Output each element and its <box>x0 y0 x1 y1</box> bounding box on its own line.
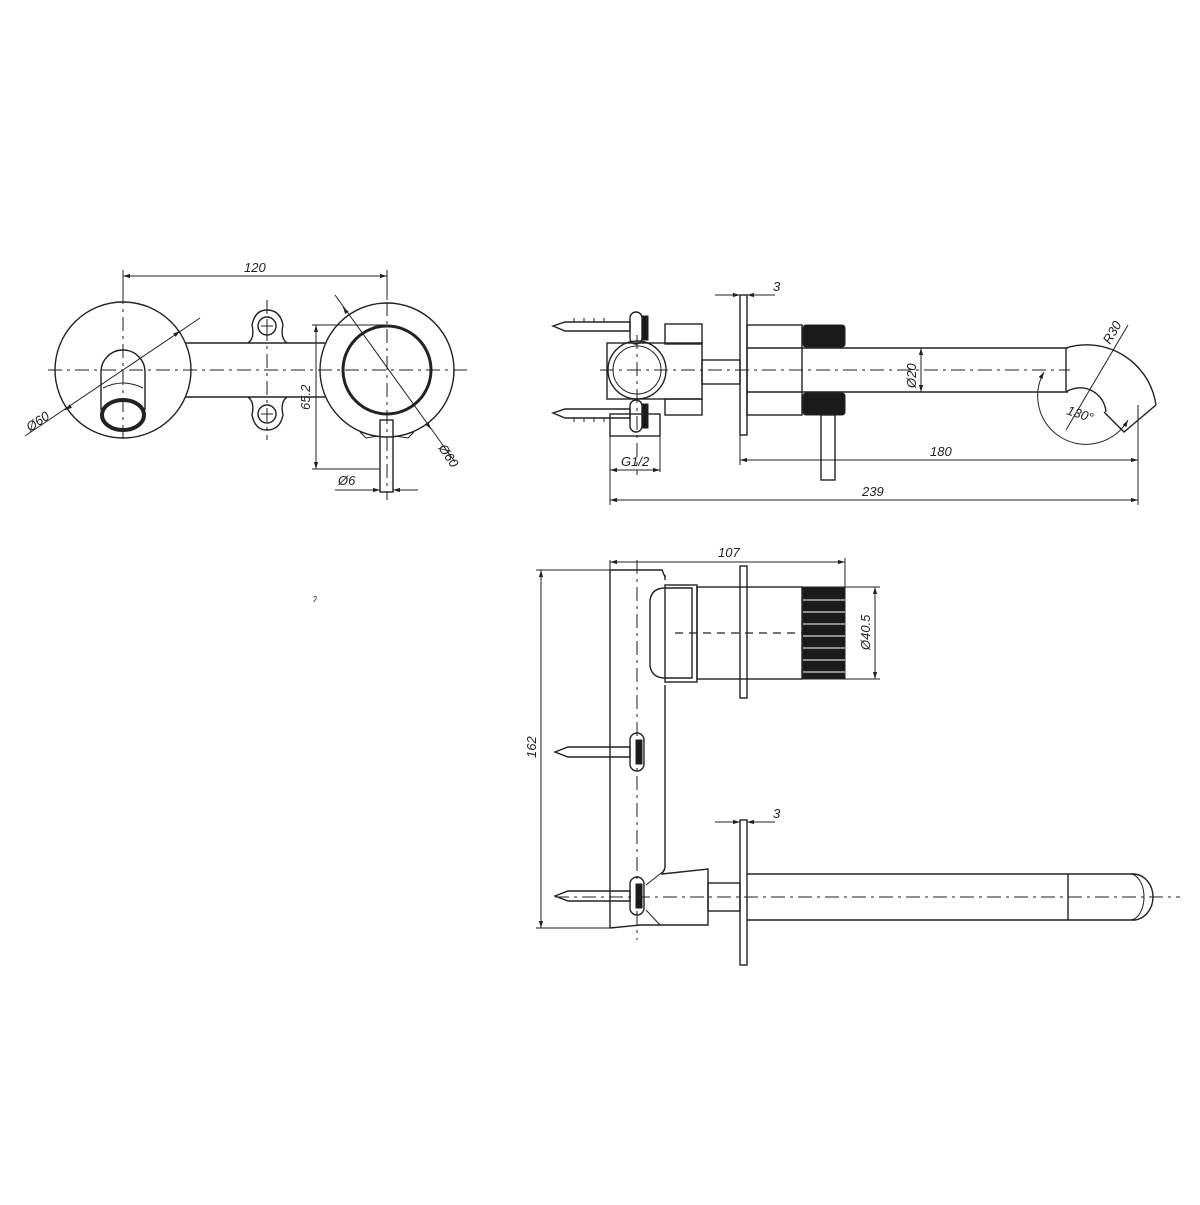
top-view: 107 Ø40.5 162 3 <box>524 545 1180 966</box>
dim-spout-projection: 180 <box>930 444 952 459</box>
dim-inlet-thread: G1/2 <box>621 454 650 469</box>
knurled-handle <box>802 586 846 680</box>
wall-anchor-middle <box>553 732 645 772</box>
dim-center-distance: 120 <box>244 260 266 275</box>
knurled-knob-top <box>802 324 846 348</box>
dim-bend-angle: 130° <box>1065 403 1095 426</box>
dim-handle-diameter: Ø40.5 <box>858 614 873 651</box>
dim-handle-depth: 107 <box>718 545 740 560</box>
top-wall-plate <box>739 565 748 699</box>
wall-anchor-top <box>551 311 649 345</box>
dim-handle-plate-diameter: Ø60 <box>435 440 462 470</box>
spout-wall-plate <box>739 819 748 966</box>
dim-spout-diameter: Ø20 <box>904 363 919 389</box>
dim-spout-plate-thickness: 3 <box>773 806 781 821</box>
front-view: 120 Ø60 Ø60 65.2 Ø6 <box>22 260 468 500</box>
wall-anchor-lower <box>553 876 645 916</box>
side-view: 3 Ø20 R30 130° G1/2 180 239 <box>551 279 1157 505</box>
dim-overall-depth: 239 <box>861 484 884 499</box>
knurled-knob-bottom <box>802 392 846 416</box>
stray-mark: ˀ <box>312 594 317 608</box>
dim-lever-diameter: Ø6 <box>337 473 356 488</box>
dim-spout-plate-diameter: Ø60 <box>22 408 52 435</box>
dim-bend-radius: R30 <box>1100 318 1125 347</box>
dim-handle-height: 65.2 <box>298 384 313 410</box>
dim-plate-thickness: 3 <box>773 279 781 294</box>
wall-plate <box>739 294 748 436</box>
dim-overall-height: 162 <box>524 736 539 758</box>
spout-bend <box>1065 344 1157 406</box>
wall-anchor-bottom <box>551 399 649 433</box>
